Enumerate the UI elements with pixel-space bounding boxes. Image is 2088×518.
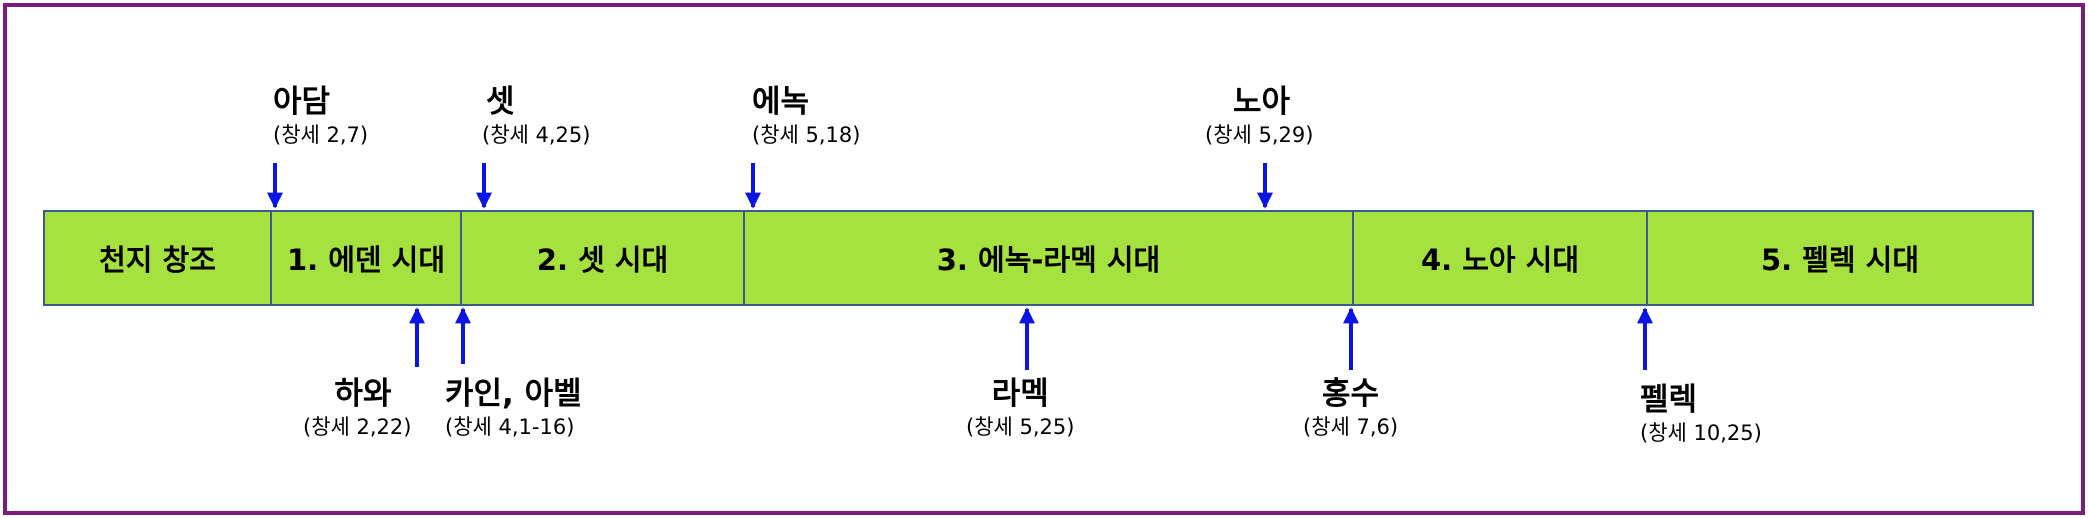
- marker-eve: 하와 (창세 2,22): [303, 375, 411, 441]
- marker-adam-ref: (창세 2,7): [273, 123, 369, 147]
- marker-enoch-name: 에녹: [752, 84, 810, 120]
- marker-seth-name: 셋: [486, 84, 515, 120]
- marker-noah: 노아 (창세 5,29): [1205, 83, 1313, 149]
- marker-peleg-name: 펠렉: [1640, 382, 1698, 418]
- marker-lamech-ref: (창세 5,25): [966, 415, 1075, 439]
- marker-flood-name: 홍수: [1322, 376, 1380, 412]
- marker-seth: 셋 (창세 4,25): [482, 83, 590, 149]
- marker-cain-abel: 카인, 아벨 (창세 4,1-16): [445, 375, 582, 441]
- marker-cain-abel-name: 카인, 아벨: [445, 376, 582, 412]
- marker-adam-name: 아담: [273, 84, 331, 120]
- marker-flood: 홍수 (창세 7,6): [1303, 375, 1398, 441]
- marker-lamech: 라멕 (창세 5,25): [966, 375, 1074, 441]
- marker-enoch: 에녹 (창세 5,18): [752, 83, 860, 149]
- marker-enoch-ref: (창세 5,18): [752, 123, 861, 147]
- segment-peleg-era: 5. 펠렉 시대: [1646, 210, 2034, 306]
- marker-peleg: 펠렉 (창세 10,25): [1640, 381, 1762, 447]
- marker-eve-ref: (창세 2,22): [303, 415, 412, 439]
- marker-peleg-ref: (창세 10,25): [1640, 421, 1762, 445]
- marker-eve-name: 하와: [334, 376, 392, 412]
- marker-lamech-name: 라멕: [991, 376, 1049, 412]
- marker-seth-ref: (창세 4,25): [482, 123, 591, 147]
- segment-seth-era: 2. 셋 시대: [460, 210, 745, 306]
- marker-cain-abel-ref: (창세 4,1-16): [445, 415, 575, 439]
- diagram-frame: [3, 3, 2085, 515]
- marker-flood-ref: (창세 7,6): [1303, 415, 1399, 439]
- segment-creation: 천지 창조: [43, 210, 272, 306]
- marker-noah-name: 노아: [1233, 84, 1291, 120]
- segment-eden-era: 1. 에덴 시대: [270, 210, 462, 306]
- segment-noah-era: 4. 노아 시대: [1352, 210, 1648, 306]
- timeline-bar: 천지 창조 1. 에덴 시대 2. 셋 시대 3. 에녹-라멕 시대 4. 노아…: [0, 210, 2088, 306]
- segment-enoch-lamech-era: 3. 에녹-라멕 시대: [743, 210, 1354, 306]
- marker-adam: 아담 (창세 2,7): [273, 83, 368, 149]
- marker-noah-ref: (창세 5,29): [1205, 123, 1314, 147]
